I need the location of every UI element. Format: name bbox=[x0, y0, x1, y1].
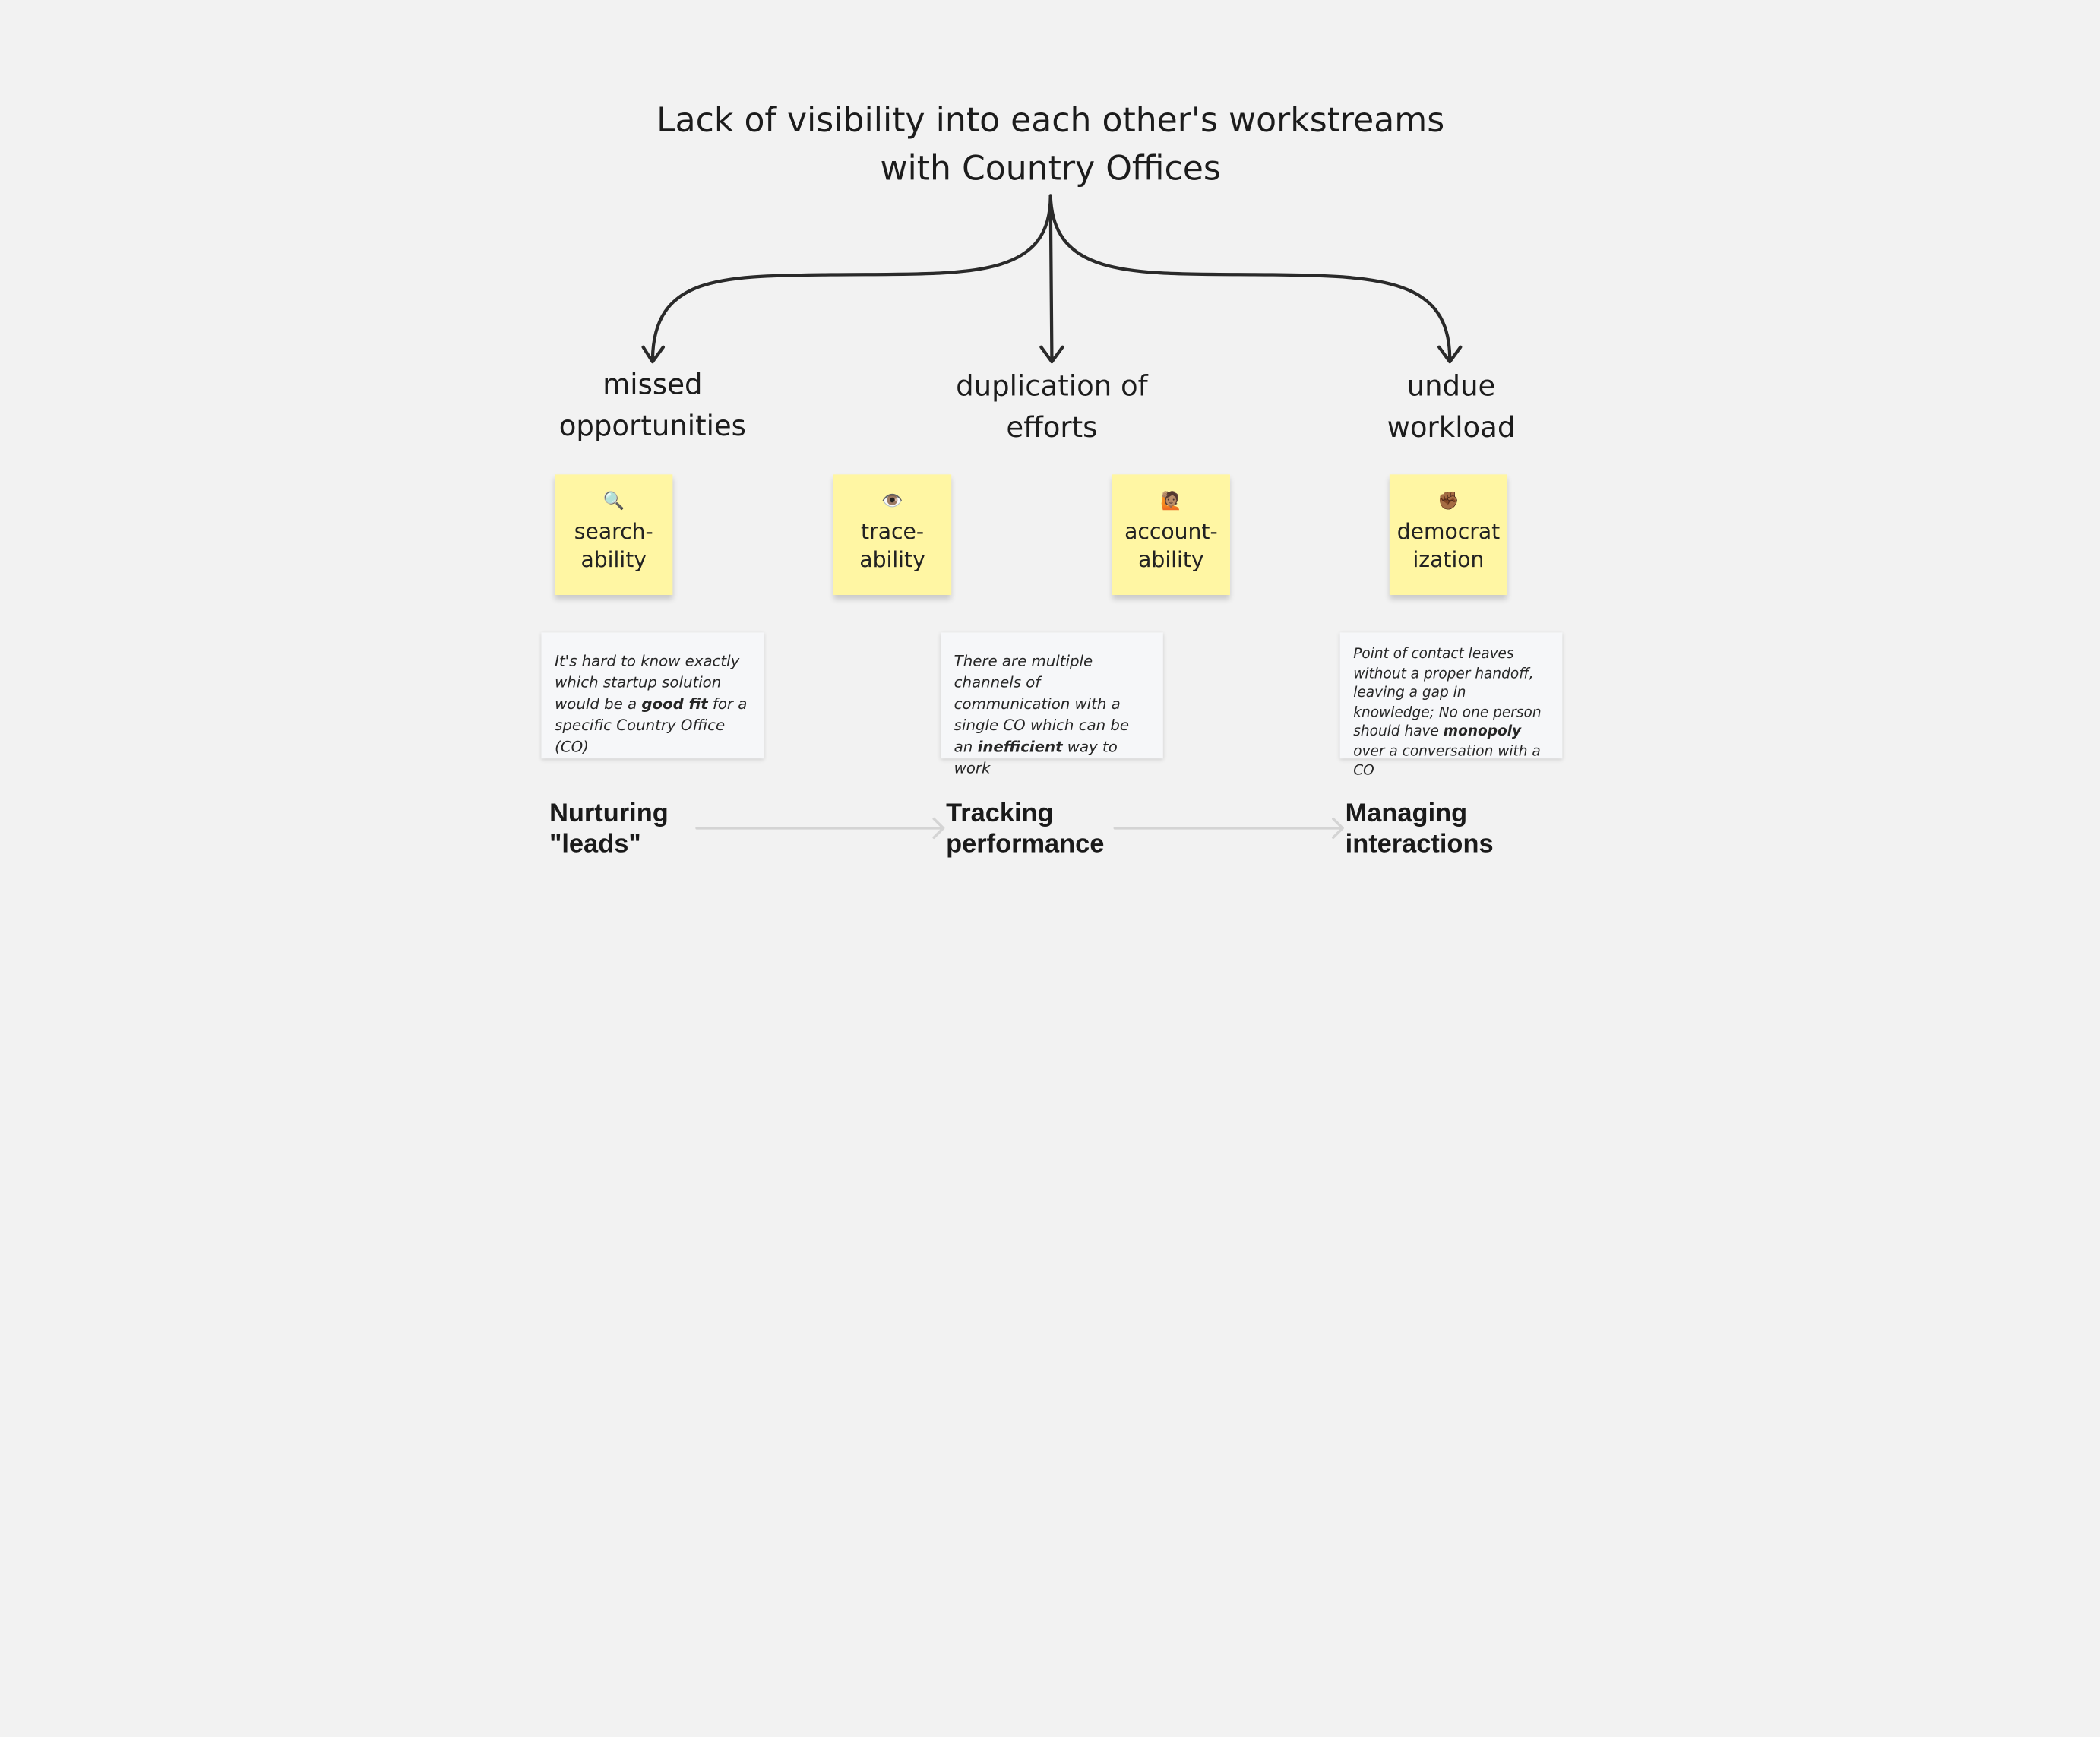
branch-arrow-center-head bbox=[1039, 345, 1064, 364]
eye-icon: 👁️ bbox=[881, 492, 903, 512]
note-emphasis: monopoly bbox=[1443, 723, 1522, 740]
branch-arrow-left-head bbox=[641, 345, 666, 364]
note-card-traceability[interactable]: There are multiple channels of communica… bbox=[941, 632, 1163, 777]
branch-arrow-right bbox=[1048, 194, 1452, 361]
stage-label-tracking-performance: Tracking performance bbox=[946, 799, 1105, 859]
branch-arrow-left bbox=[650, 194, 1052, 361]
branch-label-missed-opportunities: missed opportunities bbox=[558, 368, 746, 442]
sticky-label: account- ability bbox=[1124, 518, 1218, 573]
sticky-note-accountability[interactable]: 🙋🏽 account- ability bbox=[1112, 474, 1230, 596]
note-text: over a conversation with a CO bbox=[1353, 742, 1541, 779]
note-text: for a specific Country Office (CO) bbox=[555, 695, 748, 756]
note-text: Point of contact leaves without a proper… bbox=[1353, 646, 1542, 740]
stage-connector-2-head bbox=[1332, 817, 1344, 840]
branch-arrow-center bbox=[1048, 194, 1054, 361]
branch-label-undue-workload: undue workload bbox=[1387, 369, 1516, 444]
note-text: There are multiple channels of communica… bbox=[954, 652, 1130, 756]
sticky-note-searchability[interactable]: 🔍 search- ability bbox=[555, 474, 673, 596]
sticky-note-traceability[interactable]: 👁️ trace- ability bbox=[833, 474, 952, 596]
raised-fist-icon: ✊🏾 bbox=[1437, 492, 1460, 512]
diagram-title: Lack of visibility into each other's wor… bbox=[656, 100, 1445, 188]
note-card-democratization[interactable]: Point of contact leaves without a proper… bbox=[1339, 632, 1563, 779]
branch-label-duplication-of-efforts: duplication of efforts bbox=[956, 369, 1148, 444]
note-emphasis: inefficient bbox=[977, 738, 1063, 756]
sticky-note-democratization[interactable]: ✊🏾 democrat ization bbox=[1389, 474, 1508, 596]
connector-arrows bbox=[641, 194, 1463, 840]
note-card-searchability[interactable]: It's hard to know exactly which startup … bbox=[541, 632, 764, 759]
raising-hand-person-icon: 🙋🏽 bbox=[1160, 492, 1182, 512]
note-text: It's hard to know exactly which startup … bbox=[555, 652, 740, 713]
sticky-label: trace- ability bbox=[859, 518, 925, 573]
stage-connector-1-head bbox=[932, 817, 945, 840]
note-text: way to work bbox=[954, 738, 1118, 777]
sticky-label: search- ability bbox=[574, 518, 653, 573]
stage-label-managing-interactions: Managing interactions bbox=[1345, 799, 1494, 859]
sticky-label: democrat ization bbox=[1396, 518, 1501, 573]
note-emphasis: good fit bbox=[641, 695, 708, 713]
magnifying-glass-icon: 🔍 bbox=[602, 492, 625, 512]
branch-arrow-right-head bbox=[1437, 345, 1463, 364]
stage-label-nurturing-leads: Nurturing "leads" bbox=[549, 799, 669, 859]
